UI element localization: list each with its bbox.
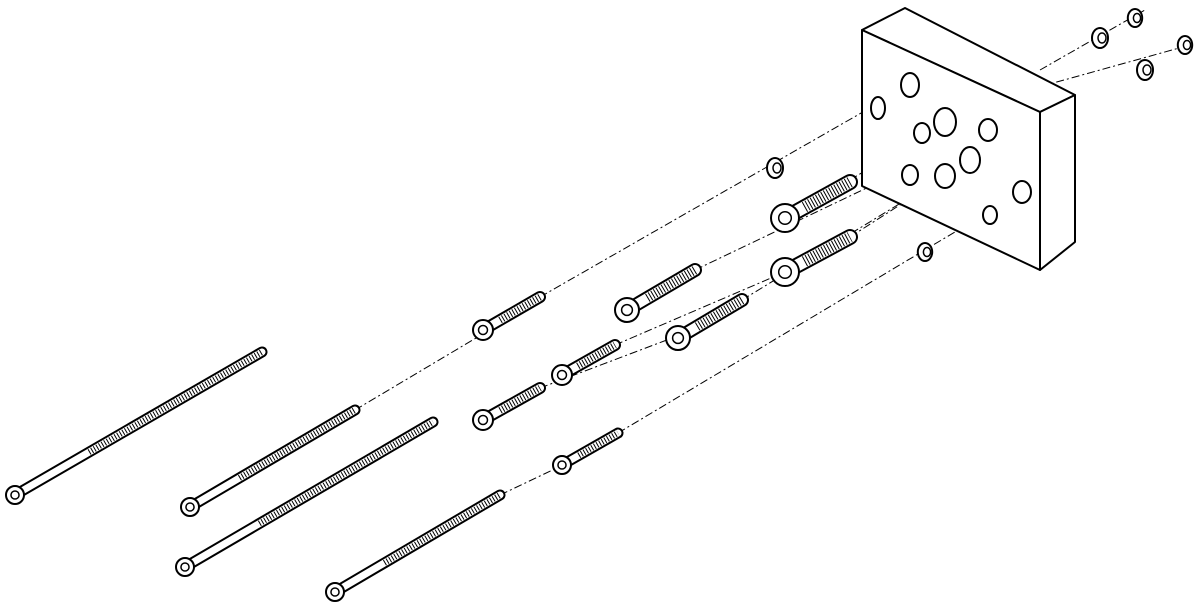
plate-hole: [982, 205, 998, 225]
washer: [1126, 8, 1144, 28]
screw-thread: [237, 407, 357, 481]
fastener-parts: [5, 8, 1194, 602]
guide-line: [539, 334, 681, 389]
washer-hole: [1097, 32, 1107, 44]
hex-socket-icon: [185, 502, 195, 512]
socket-head-screw: [770, 174, 858, 233]
plate-hole: [934, 163, 956, 189]
guide-line: [617, 191, 1023, 434]
guide-line: [614, 271, 786, 346]
plate-side-face: [1039, 94, 1076, 271]
socket-head-screw: [614, 263, 702, 323]
socket-head-screw: [5, 346, 268, 505]
washer: [766, 157, 784, 179]
guide-line: [354, 296, 546, 411]
socket-head-screw: [472, 291, 546, 341]
hex-socket-icon: [671, 331, 685, 345]
hex-socket-icon: [10, 490, 20, 500]
screw-thread: [382, 492, 502, 566]
guide-line: [1009, 44, 1191, 96]
guide-line: [694, 129, 989, 271]
socket-head-screw: [665, 293, 749, 351]
plate-hole: [933, 107, 957, 137]
hex-socket-icon: [477, 414, 489, 426]
hex-socket-icon: [556, 369, 568, 381]
plate-hole: [978, 118, 998, 142]
socket-head-screw: [552, 427, 624, 475]
guide-line: [539, 84, 911, 298]
washer: [1176, 35, 1194, 55]
socket-head-screw: [180, 404, 361, 517]
plate-hole: [900, 72, 920, 98]
washer: [1091, 27, 1109, 49]
socket-head-screw: [770, 229, 858, 287]
socket-head-screw: [325, 489, 506, 602]
plate-hole: [1012, 180, 1032, 204]
washer: [1136, 59, 1154, 81]
washer: [916, 242, 934, 262]
screw-thread: [645, 266, 698, 302]
screw-thread: [257, 419, 435, 527]
washer-hole: [1182, 39, 1192, 51]
hex-socket-icon: [477, 324, 489, 336]
mounting-plate: [861, 7, 1076, 271]
screw-thread: [87, 349, 264, 455]
screw-thread: [576, 341, 617, 370]
hex-socket-icon: [777, 264, 793, 280]
socket-head-screw: [551, 339, 621, 386]
hex-socket-icon: [557, 460, 567, 470]
hex-socket-icon: [330, 587, 340, 597]
plate-hole: [913, 122, 931, 144]
plate-hole: [901, 164, 919, 186]
socket-head-screw: [472, 382, 546, 431]
washer-hole: [922, 246, 932, 258]
washer-hole: [1142, 64, 1152, 76]
hex-socket-icon: [620, 303, 634, 317]
hex-socket-icon: [180, 562, 190, 572]
plate-hole: [959, 146, 981, 174]
washer-hole: [772, 162, 782, 174]
guide-line: [499, 464, 564, 496]
plate-hole: [870, 96, 886, 120]
socket-head-screw: [175, 416, 439, 577]
hex-socket-icon: [777, 210, 793, 226]
washer-hole: [1132, 12, 1142, 24]
